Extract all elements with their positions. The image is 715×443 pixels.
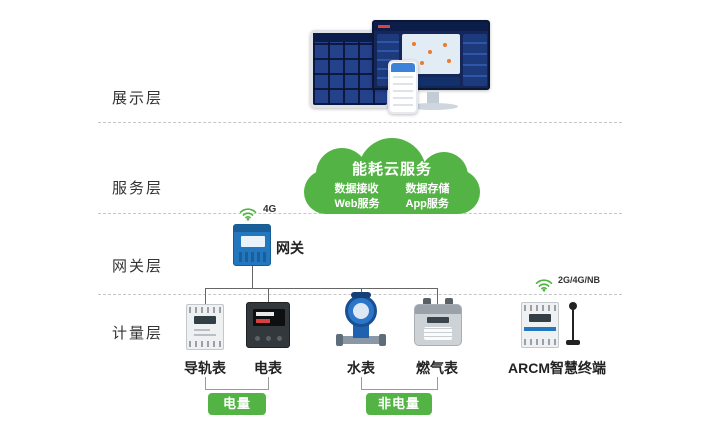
rail-meter-device [186, 304, 224, 350]
cloud-feature-column-1: 数据接收 Web服务 [334, 182, 379, 212]
layer-label-display: 展示层 [112, 90, 164, 107]
phone-app-header [391, 63, 415, 72]
bracket-nonelectric-bottom [361, 389, 438, 390]
water-meter-device [336, 292, 386, 350]
water-meter-register [345, 295, 377, 327]
label-electric-meter: 电表 [254, 360, 282, 376]
group-pill-nonelectric: 非电量 [366, 393, 432, 415]
map-marker-icon [428, 50, 432, 54]
bracket-electric-left [205, 377, 206, 389]
wifi-icon [535, 279, 553, 292]
cloud-base [304, 170, 480, 214]
rail-meter-bottom-terminals [189, 341, 221, 347]
rail-meter-display [194, 316, 216, 324]
gateway-device [233, 224, 271, 266]
layer-label-metering: 计量层 [112, 325, 164, 342]
cloud-feature-web-service: Web服务 [334, 198, 380, 210]
cloud-features: 数据接收 Web服务 数据存储 App服务 [304, 182, 480, 212]
bracket-electric-bottom [205, 389, 269, 390]
water-meter-cap [351, 292, 371, 298]
electric-meter-display [253, 309, 285, 326]
phone-app-content [393, 76, 413, 106]
monitor-logo [378, 25, 390, 28]
label-water-meter: 水表 [347, 360, 375, 376]
label-gas-meter: 燃气表 [416, 360, 458, 376]
cloud-feature-app-service: App服务 [405, 198, 449, 210]
electric-meter-button [255, 336, 260, 341]
cloud-feature-column-2: 数据存储 App服务 [406, 182, 450, 212]
monitor-topbar [374, 22, 488, 31]
arcm-terminal-device [521, 302, 559, 348]
connector-drop-rail-meter [205, 288, 206, 304]
gas-meter-top-band [415, 305, 461, 314]
gateway-network-label: 4G [263, 204, 277, 215]
antenna-tip [569, 302, 577, 310]
phone-app [388, 60, 418, 114]
connector-drop-gas-meter [437, 288, 438, 304]
cloud-feature-data-store: 数据存储 [405, 183, 450, 195]
bracket-electric-right [268, 377, 269, 389]
bracket-nonelectric-right [437, 377, 438, 389]
water-meter-dial [353, 303, 369, 319]
gateway-front-panel [241, 236, 265, 247]
arcm-display [529, 314, 551, 322]
connector-drop-electric-meter [268, 288, 269, 302]
map-marker-icon [420, 61, 424, 65]
arcm-bottom-terminals [524, 339, 556, 345]
water-meter-pipe [338, 336, 384, 344]
gas-meter-label-plate [424, 327, 452, 340]
map-marker-icon [443, 43, 447, 47]
rail-meter-marking [194, 334, 216, 336]
arcm-network-label: 2G/4G/NB [558, 275, 601, 285]
monitor-stand-neck [427, 92, 439, 104]
wifi-icon [239, 208, 257, 221]
group-pill-electric: 电量 [208, 393, 266, 415]
connector-bus [205, 288, 438, 289]
electric-meter-digits-red [256, 319, 270, 323]
electric-meter-device [246, 302, 290, 348]
layer-label-service: 服务层 [112, 180, 164, 197]
connector-gateway-down [252, 266, 253, 288]
gas-meter-device [414, 298, 462, 348]
antenna-pole [572, 308, 574, 340]
map-marker-icon [447, 59, 451, 63]
label-rail-meter: 导轨表 [184, 360, 226, 376]
water-meter-joint-right [379, 334, 386, 346]
electric-meter-button [266, 336, 271, 341]
arcm-top-terminals [524, 305, 556, 311]
gas-meter-pipe-stub [423, 298, 431, 306]
separator-display-service [98, 122, 622, 123]
gas-meter-body [414, 304, 462, 346]
antenna-base [566, 340, 580, 345]
energy-cloud-service: 能耗云服务 数据接收 Web服务 数据存储 App服务 [304, 138, 480, 214]
gateway-vents [239, 252, 267, 262]
arcm-brand-band [524, 327, 556, 331]
tablet-header-bar [313, 33, 387, 42]
rail-meter-top-terminals [189, 307, 221, 313]
gateway-label: 网关 [276, 240, 304, 256]
layer-label-gateway: 网关层 [112, 258, 164, 275]
monitor-bottom-panel [402, 77, 460, 86]
monitor-right-panel [463, 34, 487, 86]
electric-meter-button [277, 336, 282, 341]
gas-meter-pipe-stub [445, 298, 453, 306]
bracket-nonelectric-left [361, 377, 362, 389]
electric-meter-digits-white [256, 312, 274, 316]
gateway-top-strip [234, 225, 270, 232]
monitor-stand-base [408, 103, 458, 110]
rail-meter-marking [194, 329, 210, 331]
water-meter-joint-left [336, 334, 343, 346]
map-marker-icon [412, 42, 416, 46]
cloud-title: 能耗云服务 [351, 161, 432, 178]
cloud-feature-data-receive: 数据接收 [334, 183, 379, 195]
gas-meter-display [427, 317, 449, 323]
label-arcm-terminal: ARCM智慧终端 [508, 360, 606, 376]
